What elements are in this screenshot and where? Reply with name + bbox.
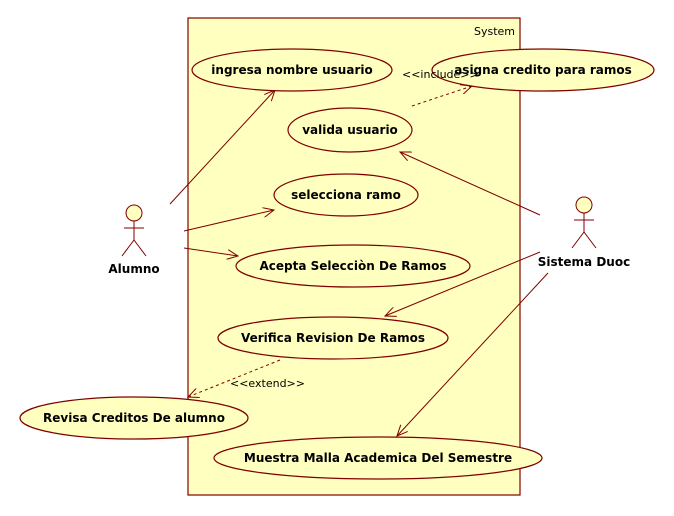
include-label: <<include>> xyxy=(402,68,479,81)
assoc-sistema-verifica xyxy=(385,251,541,316)
svg-text:ingresa nombre usuario: ingresa nombre usuario xyxy=(211,63,372,77)
actor-alumno[interactable]: Alumno xyxy=(108,204,160,276)
use-case-selecciona[interactable]: selecciona ramo xyxy=(273,173,419,217)
assoc-sistema-valida xyxy=(400,152,541,216)
actor-label: Sistema Duoc xyxy=(538,255,630,269)
svg-text:Revisa Creditos De alumno: Revisa Creditos De alumno xyxy=(43,411,225,425)
include-relation xyxy=(411,86,472,107)
actor-sistema-duoc[interactable]: Sistema Duoc xyxy=(538,196,630,269)
svg-text:asigna credito para ramos: asigna credito para ramos xyxy=(454,63,632,77)
extend-label: <<extend>> xyxy=(230,377,305,390)
use-case-verifica[interactable]: Verifica Revision De Ramos xyxy=(217,316,449,360)
assoc-alumno-ingresa xyxy=(169,90,275,205)
stick-figure-icon xyxy=(571,196,597,249)
svg-text:Verifica Revision De Ramos: Verifica Revision De Ramos xyxy=(241,331,425,345)
stick-figure-icon xyxy=(121,204,147,257)
svg-text:Acepta Selecciòn De Ramos: Acepta Selecciòn De Ramos xyxy=(260,259,447,273)
use-case-acepta[interactable]: Acepta Selecciòn De Ramos xyxy=(235,244,471,288)
assoc-sistema-muestra xyxy=(397,272,549,436)
svg-text:valida usuario: valida usuario xyxy=(302,123,398,137)
svg-text:Muestra Malla Academica Del Se: Muestra Malla Academica Del Semestre xyxy=(244,451,512,465)
use-case-asigna[interactable]: asigna credito para ramos xyxy=(431,48,655,92)
assoc-alumno-acepta xyxy=(183,247,238,256)
use-case-muestra[interactable]: Muestra Malla Academica Del Semestre xyxy=(213,436,543,480)
system-label: System xyxy=(474,25,515,38)
use-case-revisa[interactable]: Revisa Creditos De alumno xyxy=(19,396,249,440)
use-case-valida[interactable]: valida usuario xyxy=(287,107,413,153)
svg-text:selecciona ramo: selecciona ramo xyxy=(291,188,401,202)
extend-relation xyxy=(188,359,281,397)
use-case-ingresa[interactable]: ingresa nombre usuario xyxy=(191,48,393,92)
actor-label: Alumno xyxy=(108,262,159,276)
assoc-alumno-selecciona xyxy=(183,210,274,232)
